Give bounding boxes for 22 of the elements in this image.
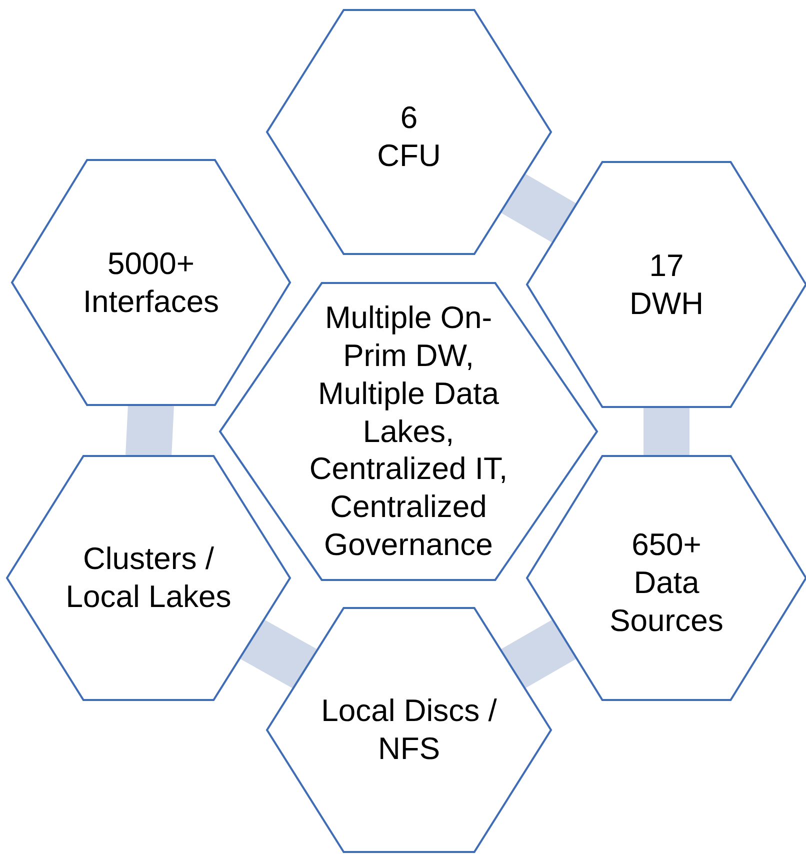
hexagon bbox=[526, 455, 806, 701]
hexagon bbox=[218, 282, 598, 581]
node-value: 5000+ bbox=[107, 244, 195, 282]
node-value: 6 bbox=[400, 99, 418, 137]
node-label: Data Sources bbox=[608, 564, 724, 640]
connector-band bbox=[644, 407, 690, 456]
node-value: 650+ bbox=[632, 526, 702, 564]
node-label: Multiple On-Prim DW, Multiple Data Lakes, Centralized IT, Centralized Governance bbox=[308, 299, 509, 564]
connector-band bbox=[501, 619, 576, 689]
node-label: DWH bbox=[629, 284, 704, 322]
hexagon bbox=[526, 161, 806, 408]
hexagon bbox=[6, 455, 292, 701]
hexagon bbox=[10, 159, 292, 406]
node-label: Interfaces bbox=[82, 282, 220, 320]
hexagon bbox=[266, 607, 552, 853]
node-label: CFU bbox=[377, 137, 441, 175]
node-label: Clusters / Local Lakes bbox=[64, 540, 232, 616]
connector-band bbox=[240, 618, 317, 690]
node-value: 17 bbox=[649, 246, 684, 284]
connector-band bbox=[501, 173, 576, 244]
node-label: Local Discs / NFS bbox=[320, 692, 498, 768]
hexagon bbox=[266, 9, 552, 255]
